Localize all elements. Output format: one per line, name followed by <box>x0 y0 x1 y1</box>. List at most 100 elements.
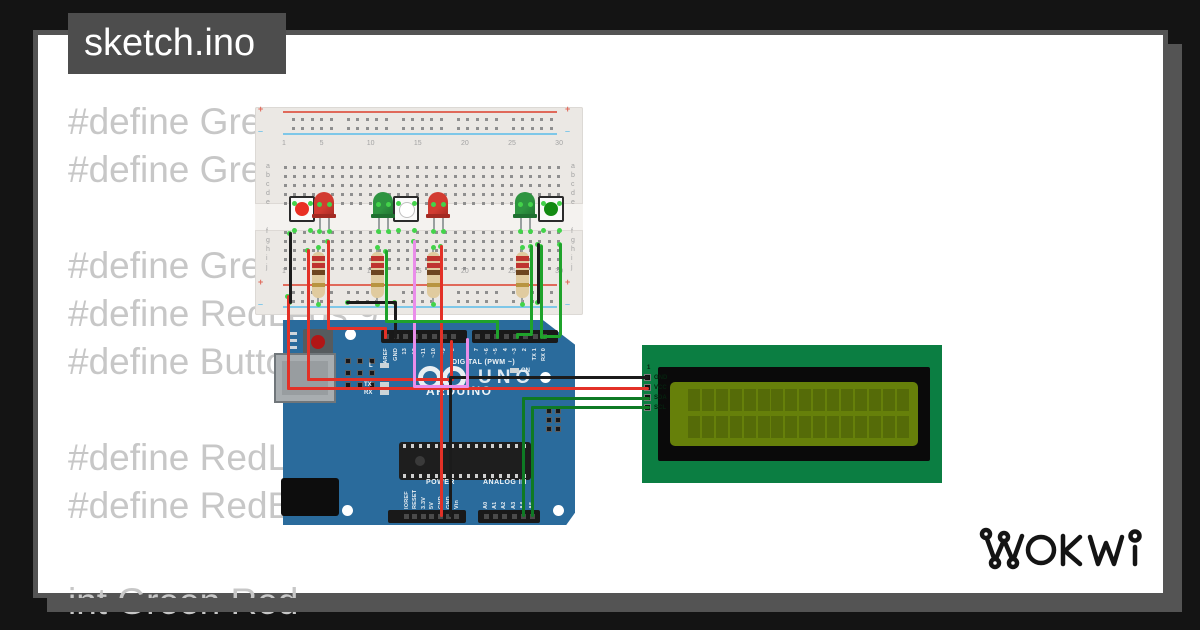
grid-hole <box>444 240 448 243</box>
grid-hole <box>472 202 476 205</box>
grid-hole <box>519 166 523 169</box>
grid-hole <box>472 240 476 243</box>
grid-hole <box>510 202 514 205</box>
grid-hole <box>472 184 476 187</box>
connection-dot <box>518 229 523 234</box>
led-green <box>513 192 537 218</box>
grid-hole <box>481 249 485 252</box>
resistor-band <box>370 283 384 287</box>
pushbutton-cap[interactable] <box>399 202 415 218</box>
row-letter: c <box>571 181 575 188</box>
connection-dot <box>412 201 417 206</box>
resistor-band <box>370 263 384 268</box>
grid-hole <box>387 249 391 252</box>
pushbutton-cap[interactable] <box>295 202 309 216</box>
rail-hole <box>411 300 415 303</box>
grid-hole <box>510 193 514 196</box>
icsp-pin <box>357 358 363 364</box>
rail-hole <box>430 300 434 303</box>
grid-hole <box>359 231 363 234</box>
grid-hole <box>481 193 485 196</box>
rail-minus-mark: – <box>565 299 571 309</box>
connection-dot <box>441 229 446 234</box>
wire-g <box>543 335 561 338</box>
grid-hole <box>557 240 561 243</box>
code-line: #define Butto <box>68 341 287 382</box>
reset-button-cap[interactable] <box>311 335 325 349</box>
grid-hole <box>491 267 495 270</box>
rail-hole <box>292 118 295 121</box>
connection-dot <box>316 302 321 307</box>
wire-k <box>289 232 292 304</box>
rail-plus-mark: + <box>565 104 571 114</box>
column-number: 15 <box>413 140 422 147</box>
rail-hole <box>512 300 515 303</box>
pushbutton-red[interactable] <box>289 196 315 222</box>
grid-hole <box>510 258 514 261</box>
rail-hole <box>485 300 489 303</box>
rail-hole <box>549 300 553 303</box>
header-pin <box>420 514 426 519</box>
rx-led <box>380 390 389 395</box>
wire-d <box>522 397 650 400</box>
grid-hole <box>425 240 429 243</box>
connection-dot <box>396 228 401 233</box>
connection-dot <box>541 201 546 206</box>
header-pin <box>493 514 499 519</box>
lcd-char-cell <box>840 389 853 411</box>
grid-hole <box>349 202 353 205</box>
row-letter: j <box>571 264 573 271</box>
rail-hole <box>411 118 415 121</box>
icsp-pin <box>546 417 552 423</box>
icsp-pin <box>357 370 363 376</box>
wire-r <box>307 378 454 381</box>
grid-hole <box>538 175 542 178</box>
rail-hole <box>494 291 498 294</box>
wire-g <box>496 320 499 339</box>
grid-hole <box>425 231 429 234</box>
icsp-pin <box>555 426 561 432</box>
grid-hole <box>359 184 363 187</box>
pushbutton-green[interactable] <box>538 196 564 222</box>
connection-dot <box>557 201 562 206</box>
grid-hole <box>472 258 476 261</box>
grid-hole <box>284 193 287 196</box>
pushbutton-cap[interactable] <box>544 202 558 216</box>
connection-dot <box>431 245 436 250</box>
led-leg <box>387 216 389 229</box>
pushbutton-white[interactable] <box>393 196 419 222</box>
lcd-pin-label: GND <box>654 375 668 381</box>
header-pin <box>503 334 509 339</box>
connection-dot <box>375 245 380 250</box>
pin-label: GND <box>392 348 399 361</box>
row-letter: c <box>266 181 270 188</box>
grid-hole <box>425 175 429 178</box>
grid-hole <box>340 258 344 261</box>
grid-hole <box>425 193 429 196</box>
rail-hole <box>494 127 498 130</box>
resistor-band <box>311 256 325 261</box>
grid-hole <box>368 249 372 252</box>
column-number: 25 <box>508 268 516 275</box>
grid-hole <box>284 267 287 270</box>
grid-hole <box>349 231 353 234</box>
power-jack <box>281 478 339 516</box>
header-pin <box>532 334 538 339</box>
icsp-pin <box>369 370 375 376</box>
code-line: #define RedBu <box>68 485 313 526</box>
rail-hole <box>475 118 479 121</box>
wire-k <box>449 378 452 517</box>
grid-hole <box>340 202 344 205</box>
resistor-band <box>311 283 325 287</box>
lcd-screen <box>670 382 918 446</box>
grid-hole <box>462 175 466 178</box>
grid-hole <box>557 267 561 270</box>
header-pin <box>451 334 457 339</box>
grid-hole <box>406 193 410 196</box>
grid-hole <box>397 240 401 243</box>
grid-hole <box>425 184 429 187</box>
rail-line-red-top <box>283 111 557 113</box>
grid-hole <box>472 166 476 169</box>
lcd-char-cell <box>715 416 728 438</box>
grid-hole <box>481 258 485 261</box>
